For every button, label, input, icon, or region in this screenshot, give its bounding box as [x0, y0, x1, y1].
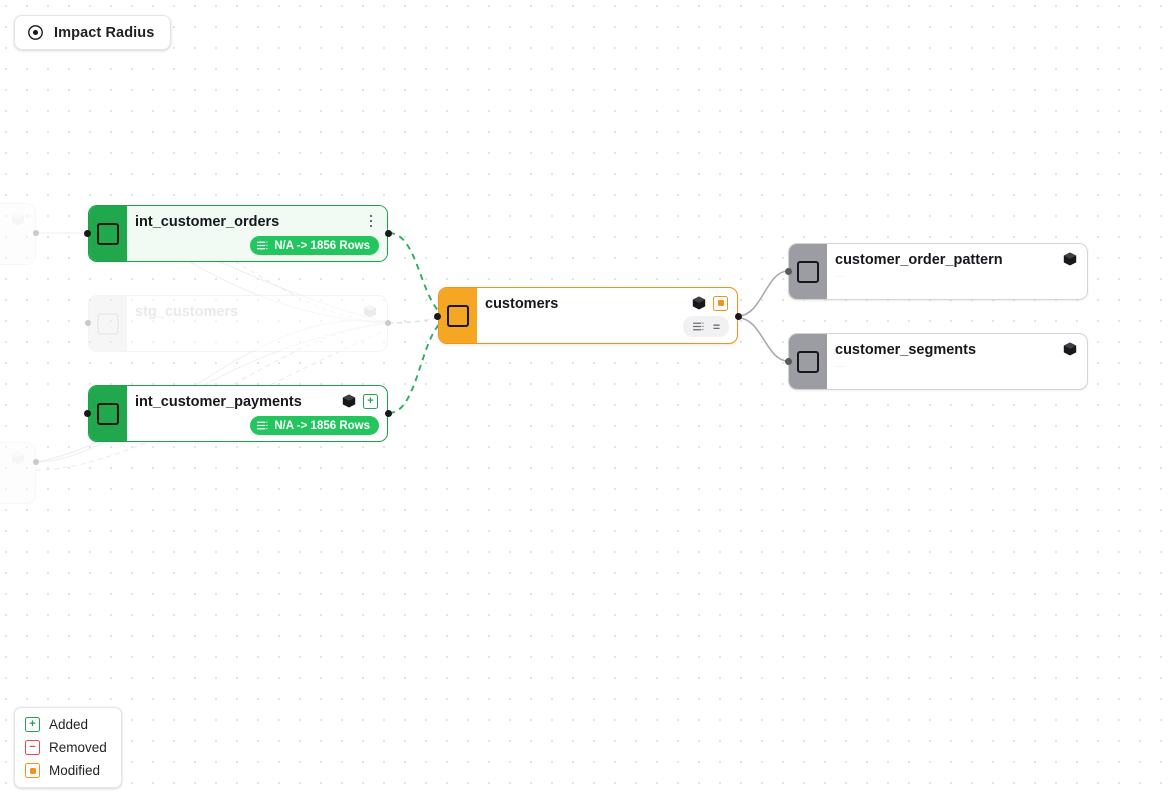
node-selection-square[interactable] — [97, 222, 119, 245]
impact-radius-button[interactable]: Impact Radius — [14, 15, 172, 50]
node-body: int_customer_payments + — [127, 386, 387, 441]
node-selection-square[interactable] — [447, 304, 469, 327]
port-int-orders-in[interactable] — [84, 230, 91, 237]
node-customer-order-pattern[interactable]: customer_order_pattern — — [788, 243, 1088, 300]
port-int-orders-out[interactable] — [385, 230, 392, 237]
impact-radius-label: Impact Radius — [54, 24, 155, 41]
change-legend: + Added − Removed Modified — [14, 707, 122, 788]
rows-list-icon — [692, 322, 704, 331]
node-gutter — [89, 206, 127, 261]
legend-item-modified: Modified — [25, 763, 111, 778]
node-corner-icons — [10, 450, 26, 466]
node-body — [0, 204, 35, 264]
node-body: stg_customers — [127, 296, 387, 351]
dot-square-icon — [713, 295, 728, 311]
node-customer-segments[interactable]: customer_segments — — [788, 333, 1088, 390]
node-corner-icons — [10, 211, 26, 227]
port-stg-customers-out — [385, 320, 391, 326]
legend-label: Added — [49, 717, 89, 732]
node-int-customer-payments[interactable]: int_customer_payments + — [88, 385, 388, 442]
node-body: customer_order_pattern — — [827, 244, 1087, 299]
cube-icon — [364, 304, 376, 318]
node-body — [0, 443, 35, 503]
cube-icon — [342, 394, 356, 408]
rows-change-text: N/A -> 1856 Rows — [274, 239, 370, 252]
plus-square-icon: + — [363, 393, 378, 409]
target-dot-icon — [28, 25, 43, 40]
cube-icon — [12, 451, 24, 465]
node-selection-square[interactable] — [797, 260, 819, 283]
node-corner-icons: + — [341, 393, 378, 409]
port-customers-out[interactable] — [735, 313, 742, 320]
plus-square-icon: + — [25, 717, 40, 732]
node-corner-icons — [362, 303, 378, 319]
rows-list-icon — [257, 421, 268, 430]
node-stg-customers[interactable]: stg_customers — [88, 295, 388, 352]
rows-list-icon — [257, 241, 268, 250]
node-ghost-upstream-bottom[interactable] — [0, 442, 36, 504]
node-gutter — [89, 296, 127, 351]
node-title: stg_customers — [135, 304, 239, 320]
node-gutter — [789, 334, 827, 389]
rows-change-badge: N/A -> 1856 Rows — [250, 236, 379, 255]
legend-label: Modified — [49, 763, 101, 778]
port-order-pattern-in[interactable] — [785, 268, 792, 275]
node-selection-square[interactable] — [97, 402, 119, 425]
node-body: int_customer_orders N/ — [127, 206, 387, 261]
port-int-payments-in[interactable] — [84, 410, 91, 417]
rows-change-text: N/A -> 1856 Rows — [274, 419, 370, 432]
legend-item-removed: − Removed — [25, 740, 111, 755]
kebab-menu-icon[interactable] — [365, 212, 377, 230]
node-ghost-upstream-top[interactable] — [0, 203, 36, 265]
node-gutter — [89, 386, 127, 441]
node-gutter — [439, 288, 477, 343]
cube-icon — [692, 296, 706, 310]
node-selection-square[interactable] — [97, 312, 119, 335]
node-int-customer-orders[interactable]: int_customer_orders N/ — [88, 205, 388, 262]
port-stg-customers-in — [85, 320, 91, 326]
port-int-payments-out[interactable] — [385, 410, 392, 417]
legend-label: Removed — [49, 740, 107, 755]
dot-square-icon — [25, 763, 40, 778]
node-title: customer_order_pattern — [835, 252, 1003, 268]
rows-change-badge: N/A -> 1856 Rows — [250, 416, 379, 435]
cube-icon — [1063, 252, 1077, 266]
node-title: customer_segments — [835, 342, 977, 358]
node-gutter — [789, 244, 827, 299]
node-title: int_customer_orders — [135, 214, 280, 230]
node-subtitle: — — [835, 361, 845, 372]
cube-icon — [12, 212, 24, 226]
node-body: customer_segments — — [827, 334, 1087, 389]
row-compare-operator: = — [712, 319, 720, 334]
node-customers[interactable]: customers — [438, 287, 738, 344]
node-body: customers — [477, 288, 737, 343]
node-subtitle: — — [835, 271, 845, 282]
row-compare-badge: = — [682, 316, 729, 337]
port-ghost-top-out — [33, 230, 39, 236]
cube-icon — [1063, 342, 1077, 356]
minus-square-icon: − — [25, 740, 40, 755]
node-corner-icons — [1062, 251, 1078, 267]
node-corner-icons — [691, 295, 728, 311]
port-segments-in[interactable] — [785, 358, 792, 365]
node-corner-icons — [1062, 341, 1078, 357]
node-selection-square[interactable] — [797, 350, 819, 373]
port-customers-in[interactable] — [434, 313, 441, 320]
legend-item-added: + Added — [25, 717, 111, 732]
port-ghost-bottom-out — [33, 459, 39, 465]
